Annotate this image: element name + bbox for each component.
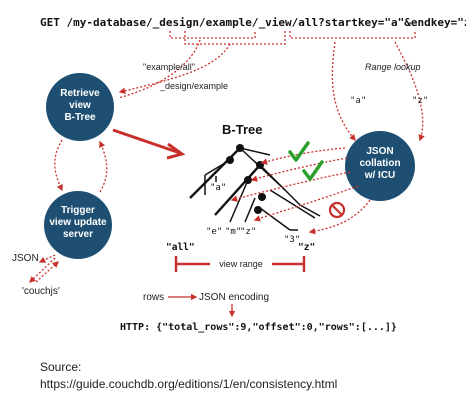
node-trigger-line2: view update [49,217,107,228]
node-json-collation: JSON collation w/ ICU [345,131,415,201]
btree-structure [189,147,321,231]
collation-arrow-4 [253,185,359,222]
collation-arrow-2 [250,157,348,182]
big-red-arrow [112,128,181,155]
label-json-encoding: JSON encoding [199,292,269,303]
source-url: https://guide.couchdb.org/editions/1/en/… [40,377,338,391]
label-json: JSON [12,253,39,264]
node-json-line2: collation [359,158,400,169]
label-z-bound: "z" [298,242,315,253]
btree-key-m: "m" [225,227,241,237]
node-json-line3: w/ ICU [364,170,396,181]
btree-key-a: "a" [210,183,226,193]
label-rows: rows [143,292,164,303]
check-icon [302,160,324,181]
label-key-z: "z" [412,96,428,106]
node-retrieve-line1: Retrieve [60,88,100,99]
btree-node [258,193,266,201]
label-example-all: "example/all" [143,62,195,72]
btree-node [254,206,262,214]
node-trigger-line3: server [63,229,93,240]
node-json-line1: JSON [366,146,393,157]
range-lookup-arrow-a [331,41,356,141]
btree-root-node [236,144,244,152]
no-entry-icon [328,201,346,219]
trigger-to-retrieve-arrow [99,140,108,193]
view-range-bar [174,256,306,272]
label-couchjs: 'couchjs' [22,286,60,297]
label-key-a: "a" [350,96,366,106]
couchjs-arrow-in [35,261,59,283]
query-bracket [289,31,416,39]
node-retrieve-line3: B-Tree [64,112,96,123]
node-trigger-view-update: Trigger view update server [44,191,112,259]
retrieve-to-trigger-arrow [54,139,63,192]
label-design-example: _design/example [159,81,228,91]
node-retrieve-line2: view [69,100,91,111]
http-response: HTTP: {"total_rows":9,"offset":0,"rows":… [120,322,397,333]
label-view-range: view range [219,259,263,269]
request-line: GET /my-database/_design/example/_view/a… [40,16,466,29]
btree-key-z: "z" [240,227,256,237]
request-view: _view/all [259,16,319,29]
btree-node [256,161,264,169]
design-arrow [117,39,201,99]
source-citation: Source: https://guide.couchdb.org/editio… [40,359,460,393]
node-retrieve-view-btree: Retrieve view B-Tree [46,73,114,141]
source-label: Source: [40,360,82,374]
label-all: "all" [166,242,195,253]
btree-node [244,176,252,184]
check-icon [288,141,310,162]
request-design: _design/example/ [153,16,259,29]
request-prefix: GET /my-database/ [40,16,153,29]
design-bracket [169,31,256,39]
couchdb-view-lookup-diagram: GET /my-database/_design/example/_view/a… [12,16,466,333]
json-arrow [38,254,56,263]
range-lookup-arrow-z [394,41,425,142]
request-query: ?startkey="a"&endkey="z" [318,16,466,29]
btree-key-3: "3" [284,235,300,245]
btree-title: B-Tree [222,122,262,137]
label-range-lookup: Range lookup [365,62,421,72]
couchjs-arrow-out [29,257,56,283]
btree-node [226,156,234,164]
node-trigger-line1: Trigger [61,205,95,216]
btree-key-e: "e" [206,227,222,237]
collation-arrow-3 [230,171,351,202]
example-all-arrow [118,43,231,94]
big-red-arrow-head [166,142,186,160]
collation-arrow-1 [260,147,346,165]
